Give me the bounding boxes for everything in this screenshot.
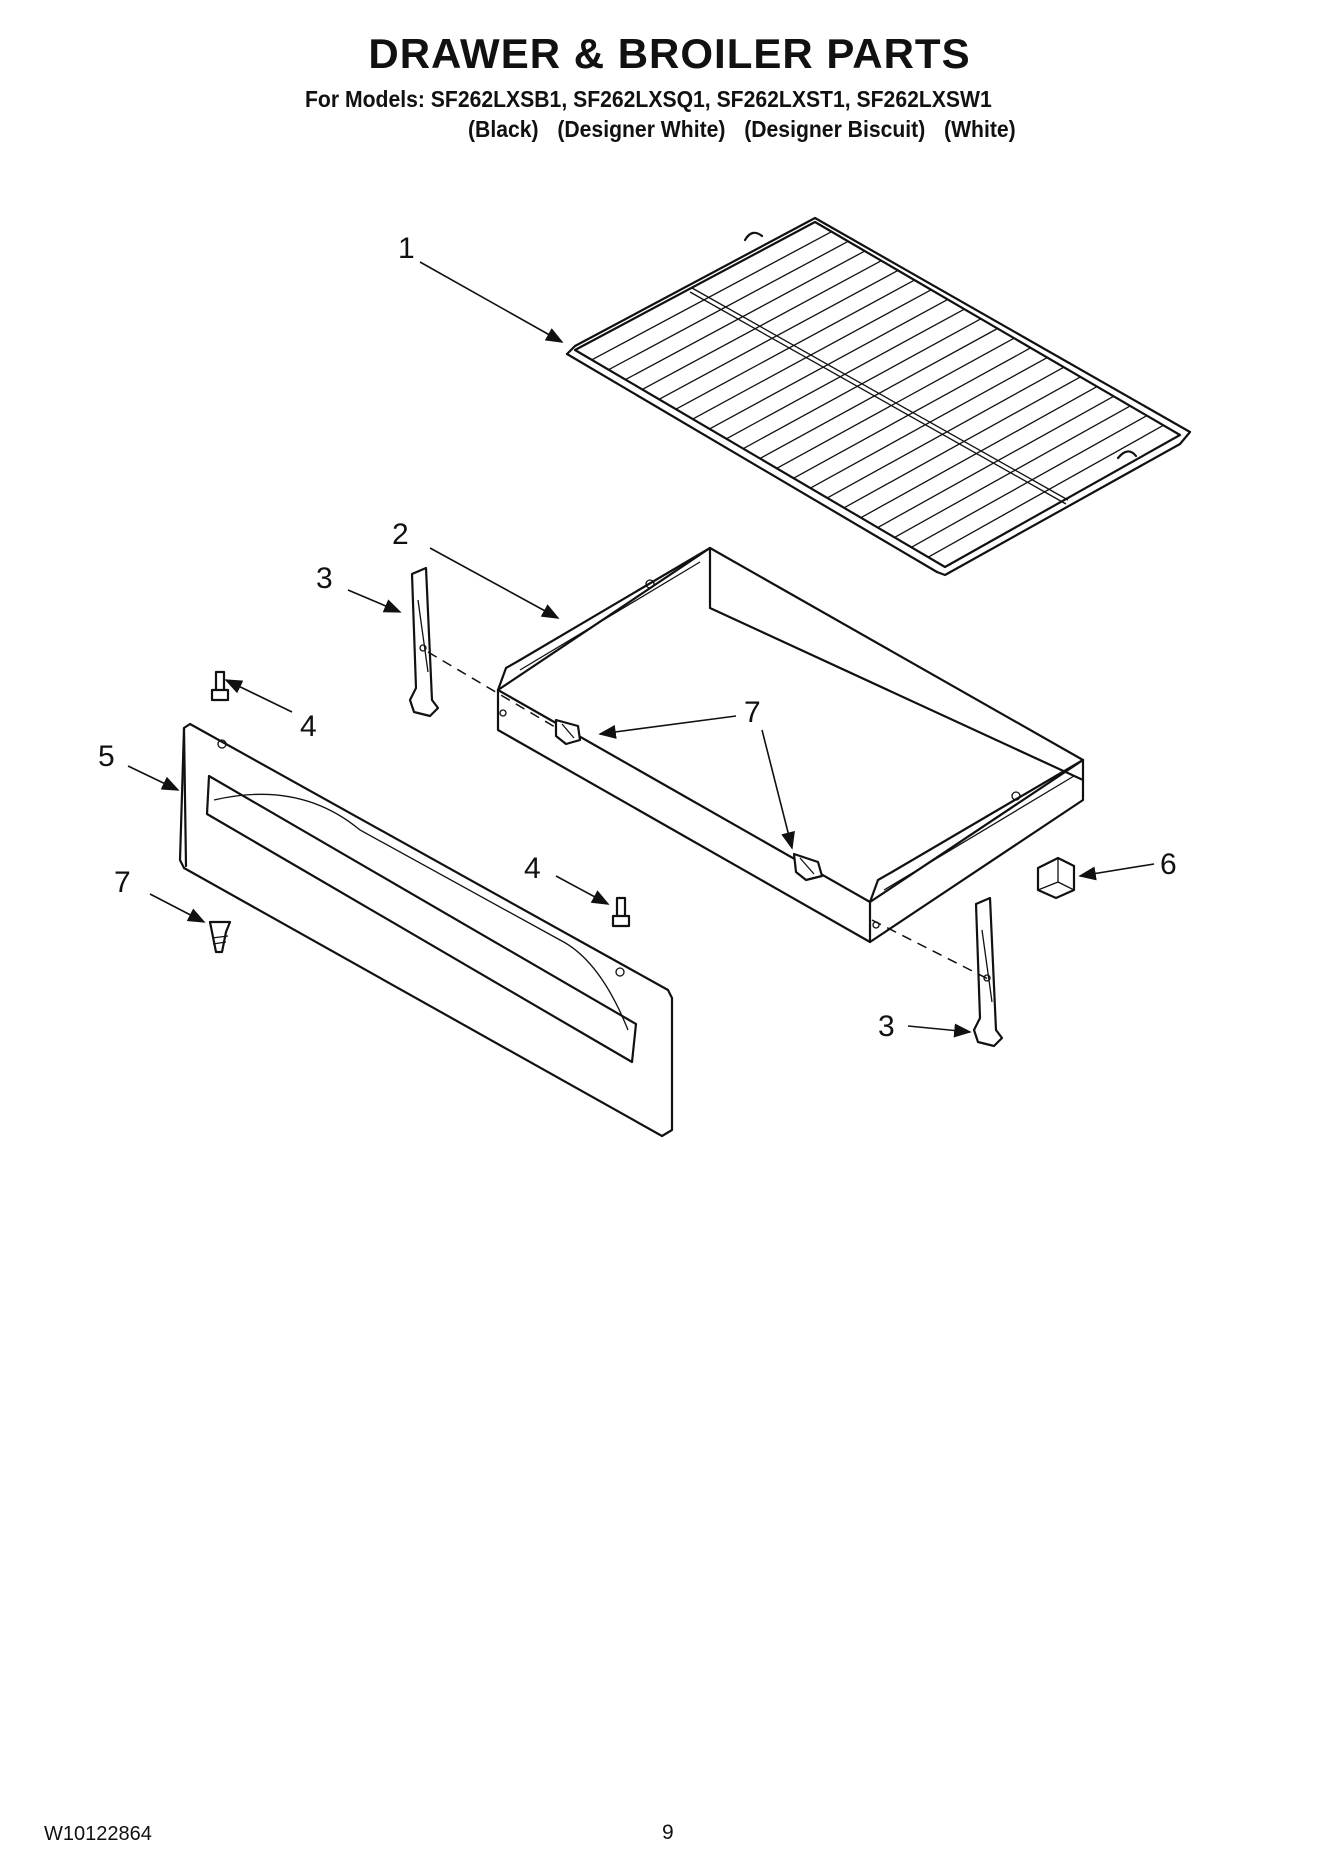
alignment-line — [427, 651, 561, 731]
rack-wire — [877, 395, 1114, 529]
drawer-front-panel — [178, 722, 674, 1138]
model-colors: (Black) (Designer White) (Designer Biscu… — [468, 116, 1029, 143]
broiler-rack — [565, 216, 1192, 577]
rack-wire — [658, 269, 899, 400]
clip — [1036, 856, 1076, 900]
models-line: For Models: SF262LXSB1, SF262LXSQ1, SF26… — [305, 86, 992, 112]
callout-6: 6 — [1160, 848, 1177, 881]
callout-3: 3 — [878, 1010, 895, 1043]
callout-7: 7 — [744, 696, 761, 729]
screw-drawer-right — [792, 852, 824, 882]
rack-wire — [894, 405, 1131, 538]
rack-wire — [793, 347, 1031, 479]
color-label: (Black) — [468, 116, 539, 142]
rack-wire — [625, 250, 866, 381]
callout-4: 4 — [300, 710, 317, 743]
screw-panel — [208, 920, 232, 954]
drawer — [496, 546, 1085, 944]
rack-wire — [826, 366, 1065, 499]
rack-wire — [608, 240, 849, 371]
callout-5: 5 — [98, 740, 115, 773]
rack-wire — [860, 386, 1098, 519]
callout-1: 1 — [398, 232, 415, 265]
rack-wire — [911, 415, 1148, 548]
slide-right — [972, 896, 1004, 1048]
stud-left — [210, 670, 230, 702]
rack-wire — [641, 260, 882, 391]
rack-wire — [709, 298, 949, 430]
stud-right — [611, 896, 631, 928]
page-number: 9 — [662, 1821, 674, 1844]
rack-wire — [591, 231, 832, 361]
rack-wire — [810, 356, 1048, 489]
color-label: (Designer Biscuit) — [744, 116, 926, 142]
rack-wire — [843, 376, 1081, 509]
slide-left — [408, 566, 440, 718]
color-label: (White) — [944, 116, 1016, 142]
rack-wire — [927, 424, 1164, 558]
rack-wire — [675, 279, 915, 410]
screw-drawer-left — [554, 718, 582, 746]
callout-2: 2 — [392, 518, 409, 551]
callout-7: 7 — [114, 866, 131, 899]
alignment-line — [871, 919, 991, 981]
page-title: DRAWER & BROILER PARTS — [368, 30, 971, 77]
document-number: W10122864 — [44, 1823, 152, 1845]
leader-arrows — [127, 261, 1155, 1038]
rack-wire — [692, 289, 932, 420]
color-label: (Designer White) — [557, 116, 726, 142]
callout-4: 4 — [524, 852, 541, 885]
callout-3: 3 — [316, 562, 333, 595]
